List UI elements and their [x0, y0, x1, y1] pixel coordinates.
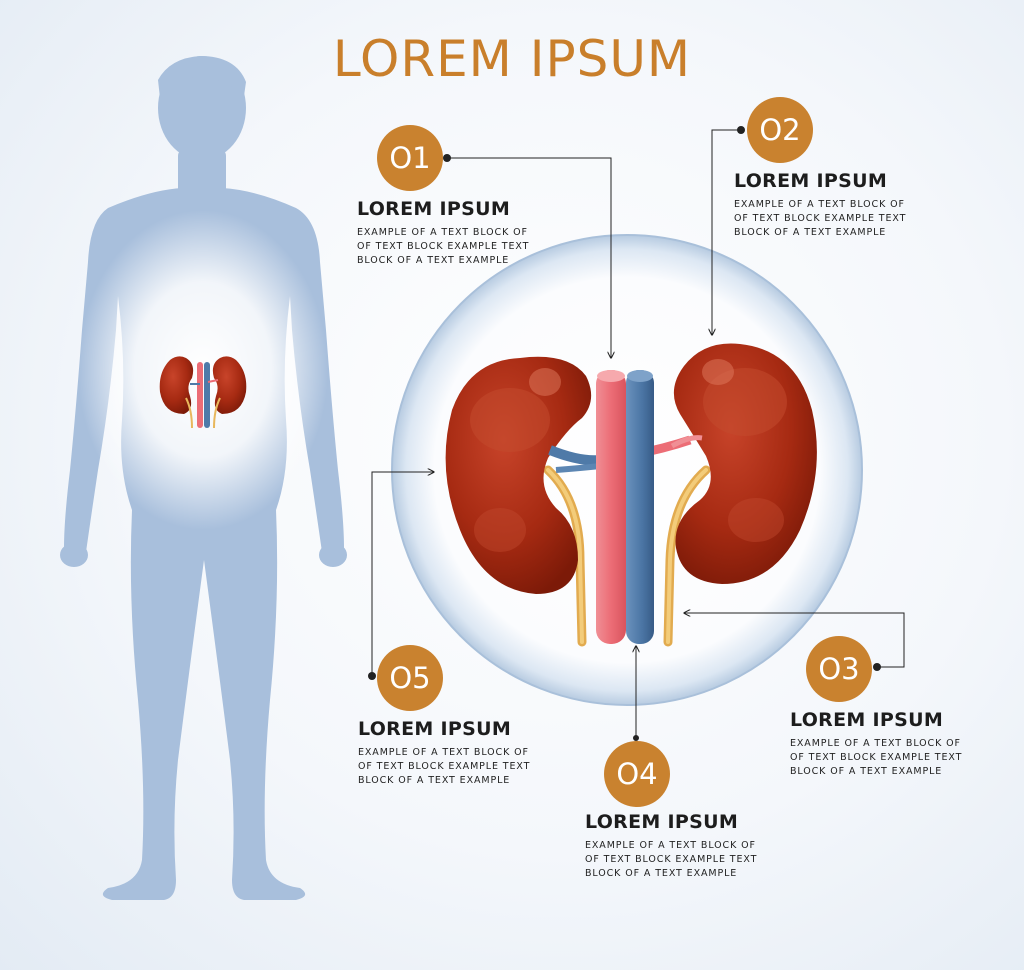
callout-5-text: LOREM IPSUM EXAMPLE OF A TEXT BLOCK OF O…: [358, 718, 558, 788]
callout-3-heading: LOREM IPSUM: [790, 709, 944, 731]
callout-1-number-badge: O1: [377, 125, 443, 191]
callout-5-line: EXAMPLE OF A TEXT BLOCK OF: [358, 747, 529, 758]
callout-5-line: BLOCK OF A TEXT EXAMPLE: [358, 775, 511, 786]
connector-lines: [368, 126, 905, 741]
callout-1-line: EXAMPLE OF A TEXT BLOCK OF: [357, 227, 528, 238]
callout-1-heading: LOREM IPSUM: [357, 198, 511, 220]
callout-2-line: OF TEXT BLOCK EXAMPLE TEXT: [734, 213, 907, 224]
callout-1-body: EXAMPLE OF A TEXT BLOCK OF OF TEXT BLOCK…: [357, 226, 557, 268]
page-title: LOREM IPSUM: [332, 30, 692, 88]
callout-3-line: OF TEXT BLOCK EXAMPLE TEXT: [790, 752, 963, 763]
callout-2-body: EXAMPLE OF A TEXT BLOCK OF OF TEXT BLOCK…: [734, 198, 934, 240]
callout-3-text: LOREM IPSUM EXAMPLE OF A TEXT BLOCK OF O…: [790, 709, 990, 779]
callout-5-heading: LOREM IPSUM: [358, 718, 512, 740]
callout-1-text: LOREM IPSUM EXAMPLE OF A TEXT BLOCK OF O…: [357, 198, 557, 268]
callout-3-line: BLOCK OF A TEXT EXAMPLE: [790, 766, 943, 777]
callout-4-number-badge: O4: [604, 741, 670, 807]
callout-4-line: BLOCK OF A TEXT EXAMPLE: [585, 868, 738, 879]
callout-3-line: EXAMPLE OF A TEXT BLOCK OF: [790, 738, 961, 749]
callout-1-line: BLOCK OF A TEXT EXAMPLE: [357, 255, 510, 266]
callout-5-body: EXAMPLE OF A TEXT BLOCK OF OF TEXT BLOCK…: [358, 746, 558, 788]
callout-2-line: EXAMPLE OF A TEXT BLOCK OF: [734, 199, 905, 210]
callout-2-text: LOREM IPSUM EXAMPLE OF A TEXT BLOCK OF O…: [734, 170, 934, 240]
body-kidneys-icon: [159, 356, 247, 429]
callout-2-heading: LOREM IPSUM: [734, 170, 888, 192]
callout-2-number-badge: O2: [747, 97, 813, 163]
callout-4-text: LOREM IPSUM EXAMPLE OF A TEXT BLOCK OF O…: [585, 811, 785, 881]
callout-4-heading: LOREM IPSUM: [585, 811, 739, 833]
callout-3-number-badge: O3: [806, 636, 872, 702]
callout-3-body: EXAMPLE OF A TEXT BLOCK OF OF TEXT BLOCK…: [790, 737, 990, 779]
kidney-illustration: [445, 343, 817, 647]
callout-5-number-badge: O5: [377, 645, 443, 711]
callout-4-line: OF TEXT BLOCK EXAMPLE TEXT: [585, 854, 758, 865]
callout-2-line: BLOCK OF A TEXT EXAMPLE: [734, 227, 887, 238]
callout-4-body: EXAMPLE OF A TEXT BLOCK OF OF TEXT BLOCK…: [585, 839, 785, 881]
callout-5-line: OF TEXT BLOCK EXAMPLE TEXT: [358, 761, 531, 772]
callout-4-line: EXAMPLE OF A TEXT BLOCK OF: [585, 840, 756, 851]
callout-1-line: OF TEXT BLOCK EXAMPLE TEXT: [357, 241, 530, 252]
